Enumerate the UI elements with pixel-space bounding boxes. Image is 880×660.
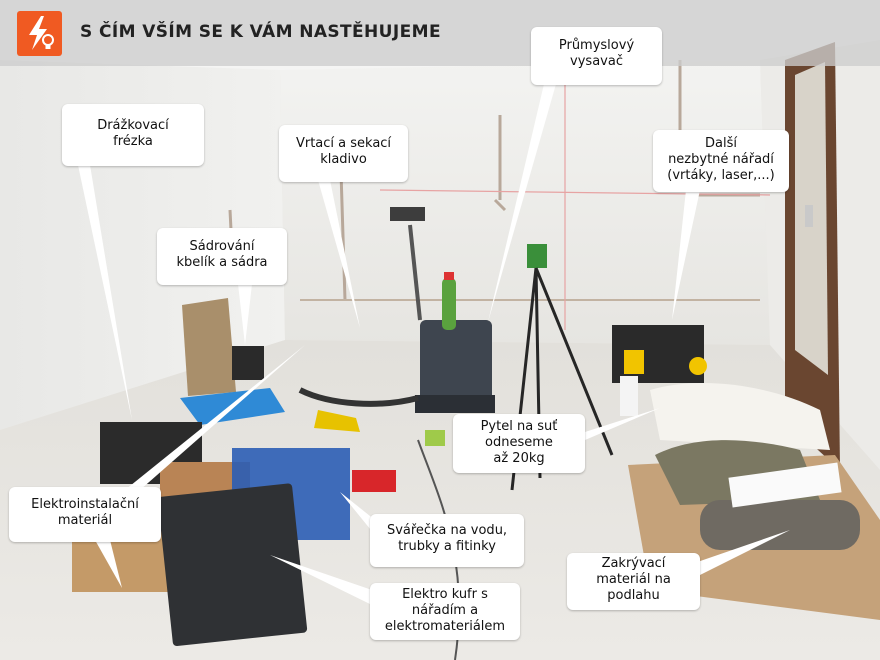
callout-line: odneseme [485, 435, 553, 450]
callout-line: Sádrování [189, 239, 255, 254]
electro-case [157, 483, 308, 646]
callout-line: elektromateriálem [384, 619, 506, 634]
toolbox-latch [624, 350, 644, 374]
callout-line: Další [705, 136, 737, 151]
callout-elektro-kufr: Elektro kufr s nářadím a elektromateriál… [370, 583, 520, 640]
callout-zakryvaci-material: Zakrývací materiál na podlahu [567, 553, 700, 610]
callout-pytel-na-sut: Pytel na suť odneseme až 20kg [453, 414, 585, 473]
callout-line: Elektroinstalační [31, 497, 139, 512]
callout-line: Elektro kufr s [402, 587, 488, 602]
pointer-svarecka [340, 492, 375, 535]
callout-elektroinstalacni-material: Elektroinstalační materiál [9, 487, 161, 542]
laser-line-horizontal [379, 189, 771, 196]
plaster-bucket [232, 346, 264, 380]
callout-line: Průmyslový [558, 38, 635, 53]
callout-line: nezbytné nářadí [668, 152, 774, 167]
water-bottle [442, 278, 456, 330]
door-handle [805, 205, 813, 227]
vacuum-hose [298, 387, 419, 407]
callout-dalsi-naradi: Další nezbytné nářadí (vrtáky, laser,...… [653, 130, 789, 192]
pointer-elektroinstalacni-1 [125, 345, 305, 490]
callout-line: Zakrývací [601, 556, 666, 571]
callout-line: materiál [57, 513, 113, 528]
callout-prumyslovy-vysavac: Průmyslový vysavač [531, 27, 662, 85]
wall-grooves [228, 60, 760, 301]
callout-pointers [78, 84, 790, 605]
callout-vrtaci-kladivo: Vrtací a sekací kladivo [279, 125, 408, 182]
vacuum-base [415, 395, 495, 413]
spray-bottle [620, 376, 638, 416]
header-bar: S ČÍM VŠÍM SE K VÁM NASTĚHUJEME [0, 0, 880, 66]
callout-drazkovaci-frezka: Drážkovací frézka [62, 104, 204, 166]
white-tarp [650, 382, 830, 450]
vacuum-handle [408, 224, 422, 321]
toolbox-wheel [689, 357, 707, 375]
yellow-tool [314, 410, 360, 432]
pointer-dalsi [672, 190, 700, 320]
pointer-drazkovaci [78, 165, 132, 420]
callout-line: podlahu [607, 588, 660, 603]
sand-sack [182, 298, 236, 396]
callout-line: (vrtáky, laser,...) [667, 168, 775, 183]
callout-svarecka: Svářečka na vodu, trubky a fitinky [370, 514, 524, 567]
callout-sadrovani: Sádrování kbelík a sádra [157, 228, 287, 285]
pointer-elektro-kufr [270, 555, 372, 605]
green-cloth [425, 430, 445, 446]
vacuum-body [420, 320, 492, 402]
laser-level [527, 244, 547, 268]
bottle-cap [444, 272, 454, 280]
pointer-zakryvaci [680, 530, 790, 585]
lightning-bulb-icon [17, 11, 62, 56]
callout-line: Svářečka na vodu, [386, 523, 508, 538]
vacuum-nozzle [390, 207, 425, 221]
callout-line: nářadím a [411, 603, 479, 618]
callout-line: Vrtací a sekací [295, 136, 392, 151]
page-title: S ČÍM VŠÍM SE K VÁM NASTĚHUJEME [80, 22, 441, 42]
callout-line: Pytel na suť [480, 419, 558, 434]
callout-line: až 20kg [493, 451, 545, 466]
callout-line: materiál na [596, 572, 671, 587]
callout-line: Drážkovací [97, 118, 169, 133]
pointer-vrtaci [318, 180, 360, 328]
callout-line: kladivo [320, 152, 367, 167]
pointer-pytel [560, 408, 660, 440]
pointer-vysavac [488, 84, 556, 322]
callout-line: trubky a fitinky [398, 539, 496, 554]
red-case [352, 470, 396, 492]
papers [728, 462, 842, 508]
pointer-elektroinstalacni-2 [95, 540, 122, 588]
callout-line: kbelík a sádra [176, 255, 268, 270]
rolled-cover [700, 500, 860, 550]
pointer-sadrovani [238, 284, 252, 345]
callout-line: frézka [113, 134, 153, 149]
callout-line: vysavač [570, 54, 623, 69]
